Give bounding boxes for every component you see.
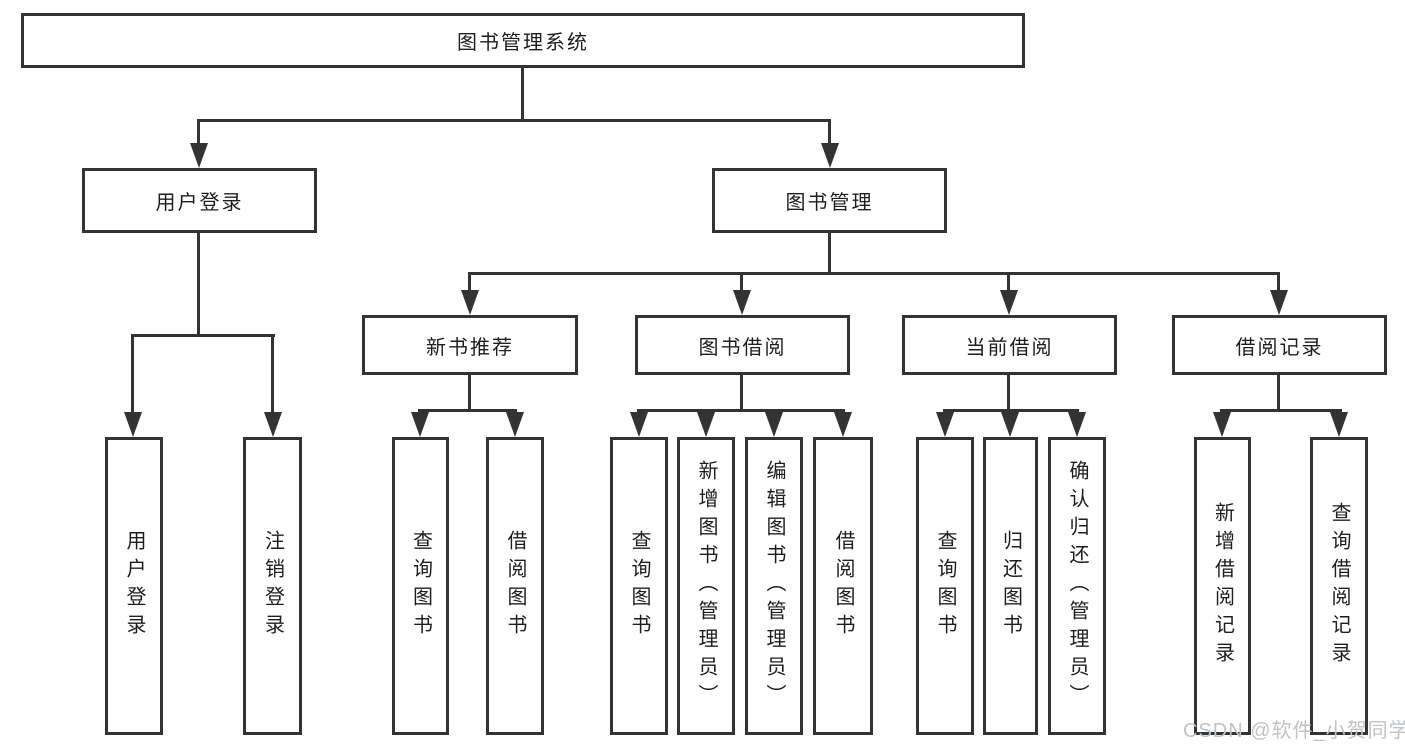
arrow-down-icon (1000, 290, 1018, 315)
connector-line (418, 409, 517, 412)
connector-line (1007, 375, 1010, 411)
arrow-down-icon (264, 412, 282, 437)
arrow-down-icon (697, 412, 715, 437)
leaf-logout: 注销登录 (243, 437, 302, 735)
node-new-book-recommend: 新书推荐 (362, 315, 578, 375)
leaf-borrow-books: 借阅图书 (813, 437, 873, 735)
arrow-down-icon (834, 412, 852, 437)
arrow-down-icon (1001, 412, 1019, 437)
arrow-down-icon (190, 143, 208, 168)
arrow-down-icon (1068, 412, 1086, 437)
connector-line (197, 119, 831, 122)
connector-line (637, 409, 845, 412)
connector-line (740, 272, 743, 294)
leaf-query-books-borrowing: 查询图书 (610, 437, 668, 735)
connector-line (131, 334, 134, 414)
connector-line (828, 233, 831, 274)
arrow-down-icon (765, 412, 783, 437)
connector-line (468, 272, 471, 294)
node-book-management: 图书管理 (712, 168, 947, 233)
connector-line (521, 68, 524, 122)
node-borrow-records: 借阅记录 (1172, 315, 1387, 375)
arrow-down-icon (630, 412, 648, 437)
arrow-down-icon (1270, 290, 1288, 315)
leaf-query-books-current: 查询图书 (916, 437, 974, 735)
leaf-edit-book-admin: 编辑图书（管理员） (745, 437, 803, 735)
connector-line (1277, 272, 1280, 294)
leaf-borrow-books-recommend: 借阅图书 (486, 437, 544, 735)
leaf-user-login: 用户登录 (105, 437, 163, 735)
connector-line (943, 409, 1079, 412)
arrow-down-icon (733, 290, 751, 315)
arrow-down-icon (411, 412, 429, 437)
arrow-down-icon (1213, 412, 1231, 437)
node-root-library-system: 图书管理系统 (21, 13, 1025, 68)
leaf-confirm-return-admin: 确认归还（管理员） (1048, 437, 1106, 735)
connector-line (131, 334, 275, 337)
leaf-query-books-recommend: 查询图书 (392, 437, 449, 735)
node-user-login: 用户登录 (82, 168, 317, 233)
arrow-down-icon (821, 143, 839, 168)
leaf-add-book-admin: 新增图书（管理员） (677, 437, 735, 735)
leaf-query-borrow-record: 查询借阅记录 (1310, 437, 1368, 735)
connector-line (468, 272, 1280, 275)
connector-line (740, 375, 743, 411)
connector-line (828, 119, 831, 147)
connector-line (1220, 409, 1342, 412)
connector-line (197, 119, 200, 147)
leaf-return-books: 归还图书 (983, 437, 1038, 735)
leaf-add-borrow-record: 新增借阅记录 (1194, 437, 1251, 735)
node-current-borrowing: 当前借阅 (902, 315, 1117, 375)
csdn-watermark: CSDN @软件_小贺同学 (1183, 720, 1405, 742)
arrow-down-icon (506, 412, 524, 437)
connector-line (1007, 272, 1010, 294)
arrow-down-icon (124, 412, 142, 437)
arrow-down-icon (936, 412, 954, 437)
connector-line (271, 334, 274, 414)
arrow-down-icon (461, 290, 479, 315)
node-book-borrowing: 图书借阅 (635, 315, 850, 375)
arrow-down-icon (1330, 412, 1348, 437)
connector-line (197, 233, 200, 336)
connector-line (468, 375, 471, 411)
connector-line (1277, 375, 1280, 411)
